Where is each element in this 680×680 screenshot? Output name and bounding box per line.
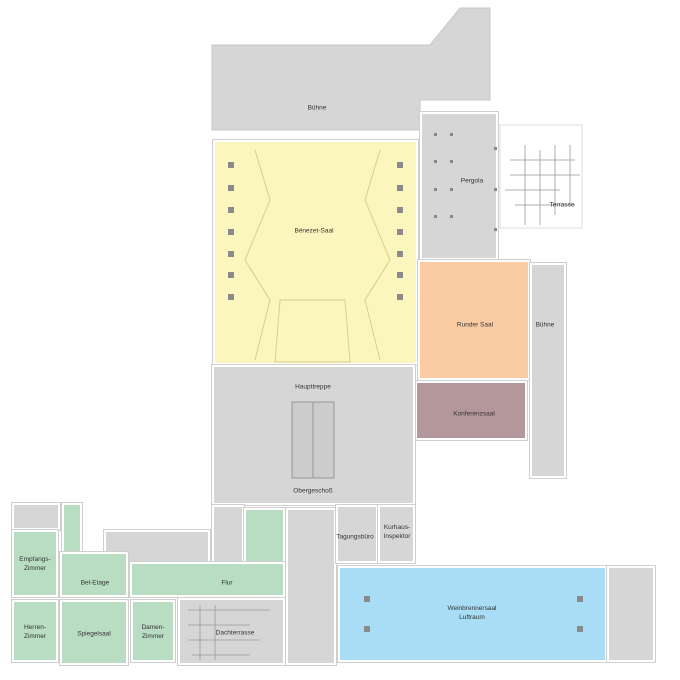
label-buehne-right: Bühne <box>535 321 555 329</box>
column-marker <box>577 596 583 602</box>
column-marker <box>228 207 234 213</box>
room-dachterrasse[interactable] <box>177 597 286 666</box>
pergola-post <box>494 188 497 191</box>
column-marker <box>228 251 234 257</box>
label-herren-zimmer: Herren-Zimmer <box>23 624 47 640</box>
room-konferenzsaal[interactable] <box>414 380 528 441</box>
room-corridor-lower <box>285 507 337 666</box>
label-hauptreppe: Haupttreppe <box>295 383 331 391</box>
pergola-post <box>434 215 437 218</box>
label-damen-zimmer: Damen-Zimmer <box>141 624 165 640</box>
label-dachterrasse: Dachterrasse <box>215 629 255 637</box>
room-spiegelsaal[interactable] <box>59 599 129 666</box>
room-pergola[interactable] <box>419 111 499 261</box>
pergola-post <box>494 228 497 231</box>
column-marker <box>364 626 370 632</box>
label-bel-etage: Bel-Etage <box>80 579 110 587</box>
room-service-right <box>606 565 656 663</box>
label-benezet-saal: Bénezet-Saal <box>294 227 334 235</box>
pergola-post <box>434 160 437 163</box>
room-weinbrennersaal[interactable] <box>337 565 608 663</box>
column-marker <box>397 162 403 168</box>
column-marker <box>364 596 370 602</box>
room-green-annex[interactable] <box>243 507 286 565</box>
column-marker <box>228 272 234 278</box>
column-marker <box>397 185 403 191</box>
label-kurhaus-inspektor: Kurhaus-Inspektor <box>383 524 411 540</box>
label-spiegelsaal: Spiegelsaal <box>77 630 111 638</box>
buehne-top-area <box>211 7 491 131</box>
terrasse-outline <box>499 124 583 229</box>
column-marker <box>397 229 403 235</box>
label-obergeschoss: Obergeschoß <box>293 487 333 495</box>
pergola-post <box>450 215 453 218</box>
label-tagungsbuero: Tagungsbüro <box>336 533 374 541</box>
terrasse-grid <box>505 145 580 225</box>
label-konferenzsaal: Konferenzsaal <box>453 410 495 418</box>
pergola-post <box>450 133 453 136</box>
room-damen-zimmer[interactable] <box>130 599 176 663</box>
room-tagungsbuero[interactable] <box>335 504 379 564</box>
pergola-post <box>434 188 437 191</box>
room-benezet-saal[interactable] <box>212 139 419 366</box>
column-marker <box>228 162 234 168</box>
room-herren-zimmer[interactable] <box>11 599 59 663</box>
room-runder-saal[interactable] <box>417 259 531 381</box>
label-runder-saal: Runder Saal <box>456 321 494 329</box>
label-empfangs-zimmer: Empfangs-Zimmer <box>19 556 51 572</box>
column-marker <box>397 272 403 278</box>
room-bel-etage[interactable] <box>59 551 129 598</box>
label-buehne-top: Bühne <box>307 104 327 112</box>
column-marker <box>397 251 403 257</box>
room-flur[interactable] <box>129 561 286 598</box>
column-marker <box>228 229 234 235</box>
column-marker <box>228 294 234 300</box>
room-kurhaus-inspektor[interactable] <box>377 504 416 564</box>
room-wc-left <box>11 502 61 531</box>
room-empfangs-zimmer[interactable] <box>11 529 59 598</box>
label-flur: Flur <box>221 579 233 587</box>
pergola-post <box>450 188 453 191</box>
label-terrasse: Terrasse <box>549 201 575 209</box>
pergola-post <box>494 147 497 150</box>
column-marker <box>397 294 403 300</box>
label-pergola: Pergola <box>460 177 484 185</box>
room-stairwell-lower <box>211 504 245 566</box>
pergola-post <box>450 160 453 163</box>
room-buehne-right[interactable] <box>529 262 567 479</box>
column-marker <box>397 207 403 213</box>
pergola-post <box>434 133 437 136</box>
column-marker <box>577 626 583 632</box>
column-marker <box>228 185 234 191</box>
